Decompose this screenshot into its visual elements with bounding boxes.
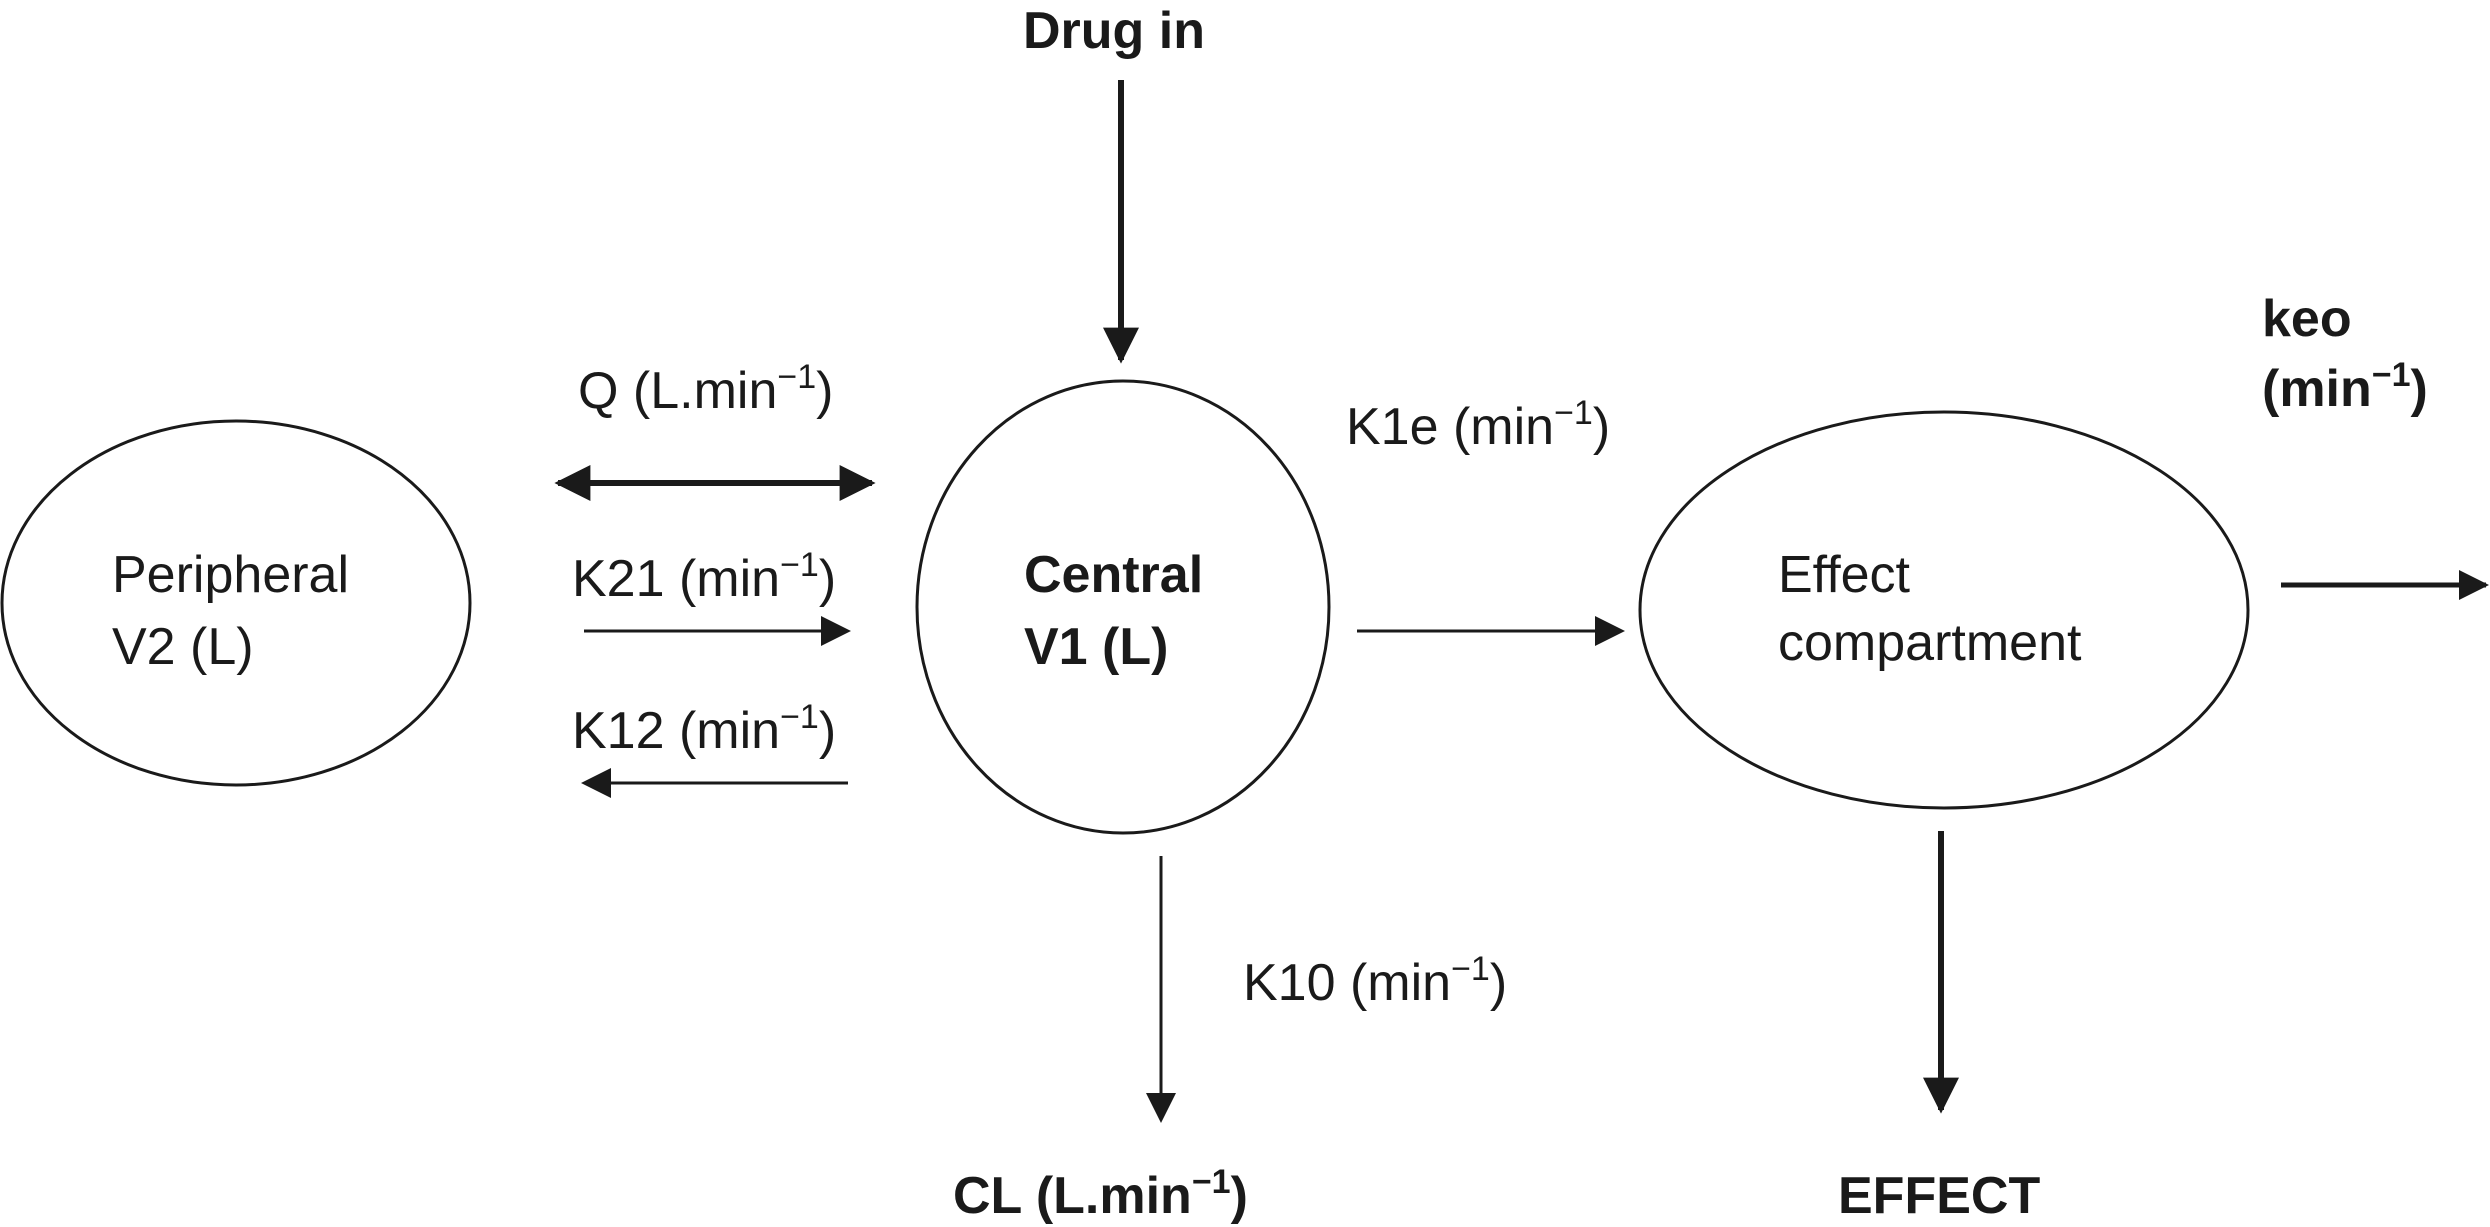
- k10-label: K10 (min−1): [1243, 950, 1507, 1012]
- central-label: Central: [1024, 546, 1203, 604]
- effect-compartment: [1638, 410, 2250, 810]
- central-compartment: [915, 379, 1331, 835]
- keo-label: keo: [2262, 290, 2352, 348]
- cl-label: CL (L.min−1): [953, 1163, 1248, 1225]
- peripheral-label: Peripheral: [112, 546, 349, 604]
- peripheral-volume-label: V2 (L): [112, 618, 254, 676]
- effect-output-label: EFFECT: [1838, 1167, 2040, 1225]
- k12-label: K12 (min−1): [572, 698, 836, 760]
- peripheral-compartment: [0, 419, 472, 787]
- k1e-label: K1e (min−1): [1346, 394, 1610, 456]
- effect-label: Effect: [1778, 546, 1911, 604]
- k21-label: K21 (min−1): [572, 546, 836, 608]
- drug-in-label: Drug in: [1023, 2, 1205, 60]
- central-volume-label: V1 (L): [1024, 618, 1168, 676]
- keo-unit-label: (min−1): [2262, 356, 2428, 418]
- q-label: Q (L.min−1): [578, 358, 833, 420]
- effect-compartment-label: compartment: [1778, 614, 2082, 672]
